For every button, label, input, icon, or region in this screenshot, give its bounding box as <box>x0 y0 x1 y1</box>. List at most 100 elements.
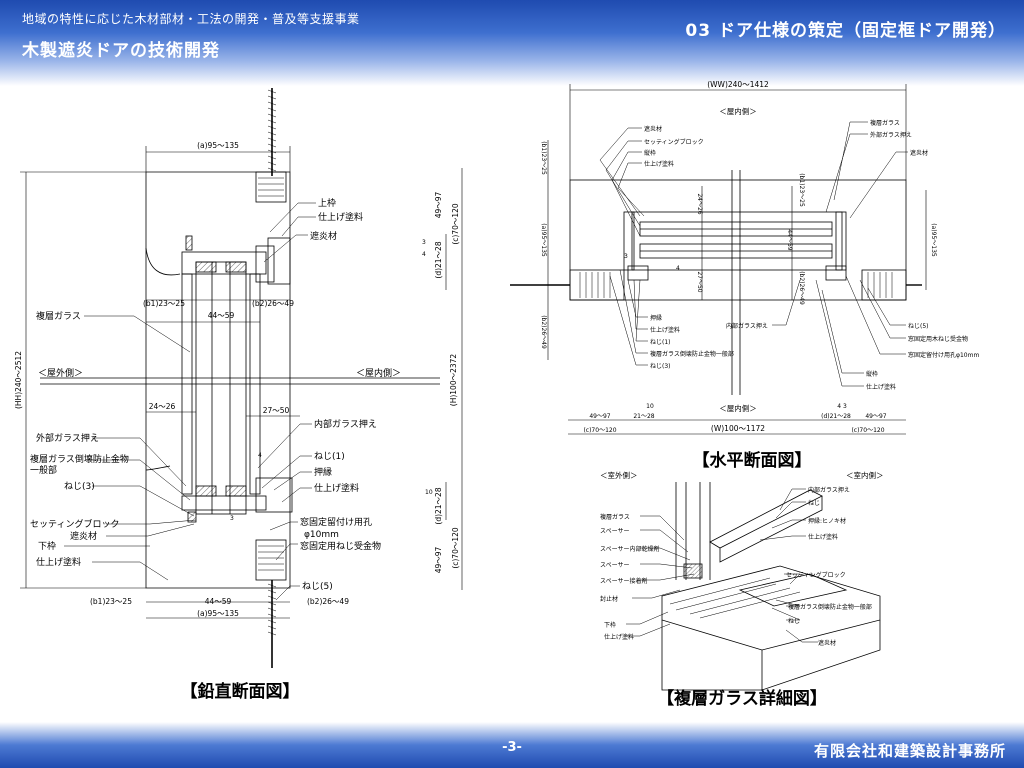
dim-49-97-r: 49〜97 <box>865 413 886 420</box>
label-bead-d: 押縁:ヒノキ材 <box>808 517 846 525</box>
dim-top: (a)95〜135 <box>197 141 239 150</box>
label-bottom-frame-d: 下枠 <box>604 621 616 629</box>
label-finish-r: 仕上げ塗料 <box>866 383 896 391</box>
dim-hh: (HH)240〜2512 <box>14 351 23 409</box>
dim-a-right: (a)95〜135 <box>930 223 937 257</box>
dim-ww: (WW)240〜1412 <box>707 80 769 89</box>
header-title: 木製遮炎ドアの技術開発 <box>22 41 220 61</box>
dim-c-l: (c)70〜120 <box>583 427 616 434</box>
label-wood-receiver: 窓固定用木ねじ受金物 <box>908 335 968 343</box>
dim-b2-bot: (b2)26〜49 <box>307 597 349 606</box>
label-bead-h: 押縁 <box>650 314 662 322</box>
dim-glass-bot: 44〜59 <box>205 597 232 606</box>
header-banner: 地域の特性に応じた木材部材・工法の開発・普及等支援事業 木製遮炎ドアの技術開発 … <box>0 0 1024 86</box>
label-setting-block: セッティングブロック <box>30 518 119 530</box>
dim-b2-left: (b2)26〜49 <box>540 315 547 349</box>
dim-27-50: 27〜50 <box>263 406 290 415</box>
label-phi10: φ10mm <box>304 530 339 540</box>
label-inner-stop-d: 内部ガラス押え <box>808 486 850 494</box>
horizontal-section-drawing: (WW)240〜1412 (W)100〜1172 ＜屋内側＞ ＜屋内側＞ (b1… <box>510 80 979 471</box>
dim-49-97-top: 49〜97 <box>434 191 443 218</box>
caption-glass-detail: 【複層ガラス詳細図】 <box>657 688 827 709</box>
dim-d-r: (d)21〜28 <box>821 413 851 420</box>
label-finish-l-d: 仕上げ塗料 <box>604 633 634 641</box>
dim-c-r: (c)70〜120 <box>851 427 884 434</box>
label-fire-bot: 遮炎材 <box>70 530 97 542</box>
caption-vertical: 【鉛直断面図】 <box>181 681 300 702</box>
page-number: -3- <box>502 740 522 755</box>
dim-4-top: 4 <box>422 251 426 258</box>
label-spacer-adh-d: スペーサー接着剤 <box>600 577 647 585</box>
label-anti-fall-d: 複層ガラス倒壊防止金物一般部 <box>788 603 872 611</box>
label-setting-block-h: セッティングブロック <box>644 138 704 146</box>
footer-banner: -3- 有限会社和建築設計事務所 <box>0 722 1024 768</box>
label-bead: 押縁 <box>314 466 332 478</box>
dim-b1-mid: (b1)23〜25 <box>798 173 805 207</box>
section-title: 03 ドア仕様の策定（固定框ドア開発） <box>685 21 1006 41</box>
label-finish-b: 仕上げ塗料 <box>650 326 680 334</box>
dim-10-l: 10 <box>646 403 654 410</box>
dim-3-mid: 3 <box>230 515 234 522</box>
label-multi-glass-d: 複層ガラス <box>600 513 630 521</box>
dim-49-97-bot: 49〜97 <box>434 546 443 573</box>
label-inner-stop-h: 内部ガラス押え <box>726 322 768 330</box>
label-bottom-frame: 下枠 <box>38 540 56 552</box>
label-inner-stop: 内部ガラス押え <box>314 418 377 430</box>
label-multi-glass: 複層ガラス <box>36 310 81 322</box>
glass-detail-drawing: ＜室外側＞ ＜室内側＞ 内部ガラス押え ねじ 押縁:ヒノキ材 仕上げ塗料 複層ガ… <box>600 470 884 709</box>
label-screw-d: ねじ <box>808 500 820 507</box>
label-anti-fall-1: 複層ガラス倒壊防止金物 <box>30 453 129 465</box>
label-screw5-h: ねじ(5) <box>908 323 929 330</box>
dim-b1-left: (b1)23〜25 <box>540 141 547 175</box>
label-receiver: 窓固定用ねじ受金物 <box>300 540 381 552</box>
dim-b1-top: (b1)23〜25 <box>143 299 185 308</box>
label-screw3-h: ねじ(3) <box>650 363 671 370</box>
label-finish-r-d: 仕上げ塗料 <box>808 533 838 541</box>
company-name: 有限会社和建築設計事務所 <box>813 742 1006 760</box>
label-outside: ＜屋外側＞ <box>38 367 83 379</box>
label-inside-bot: ＜屋内側＞ <box>719 403 757 413</box>
label-finish-top: 仕上げ塗料 <box>318 211 363 223</box>
label-spacer2-d: スペーサー <box>600 562 629 569</box>
label-setting-block-d: セッティングブロック <box>786 571 846 579</box>
label-anti-fall-h: 複層ガラス倒壊防止金物一般部 <box>650 350 734 358</box>
label-inside-top: ＜屋内側＞ <box>719 106 757 116</box>
label-finish-bot: 仕上げ塗料 <box>36 556 81 568</box>
dim-27-50-h: 27〜50 <box>696 271 703 292</box>
dim-d-top: (d)21〜28 <box>434 241 443 278</box>
label-screw1: ねじ(1) <box>314 451 345 462</box>
label-screw-b-d: ねじ <box>788 618 800 625</box>
label-finish-mid: 仕上げ塗料 <box>314 482 359 494</box>
dim-3-h: 3 <box>624 253 628 260</box>
dim-10: 10 <box>425 489 433 496</box>
label-multi-glass-h: 複層ガラス <box>870 119 900 127</box>
vertical-section-drawing: (a)95〜135 (b1)23〜25 (b2)26〜49 44〜59 24〜2… <box>14 88 463 702</box>
dim-b2-top: (b2)26〜49 <box>252 299 294 308</box>
dim-44-59-h: 44〜59 <box>786 229 793 250</box>
dim-4-3: 4 3 <box>837 403 847 410</box>
label-screw1-h: ねじ(1) <box>650 339 671 346</box>
label-fire-l: 遮炎材 <box>644 125 662 133</box>
dim-24-26: 24〜26 <box>149 402 176 411</box>
caption-horizontal: 【水平断面図】 <box>693 450 812 471</box>
label-fire-top: 遮炎材 <box>310 230 337 242</box>
dim-bottom: (a)95〜135 <box>197 609 239 618</box>
dim-w: (W)100〜1172 <box>711 424 765 433</box>
dim-21-28-l: 21〜28 <box>633 413 654 420</box>
label-hole: 窓固定留付け用孔φ10mm <box>908 351 979 359</box>
dim-c-bot: (c)70〜120 <box>451 527 460 569</box>
label-spacer-d: スペーサー <box>600 528 629 535</box>
label-top-frame: 上枠 <box>318 197 336 209</box>
dim-c-top: (c)70〜120 <box>451 203 460 245</box>
dim-glass-top: 44〜59 <box>208 311 235 320</box>
label-sealant-d: 封止材 <box>600 595 618 603</box>
dim-a-left: (a)95〜135 <box>540 223 547 257</box>
label-finish-l: 仕上げ塗料 <box>644 160 674 168</box>
dim-4-h: 4 <box>676 265 680 272</box>
dim-b2-mid: (b2)26〜49 <box>798 271 805 305</box>
label-spacer-dry-d: スペーサー内部乾燥剤 <box>600 545 659 553</box>
header-subtitle: 地域の特性に応じた木材部材・工法の開発・普及等支援事業 <box>22 12 360 26</box>
dim-d-bot: (d)21〜28 <box>434 487 443 524</box>
label-inside: ＜屋内側＞ <box>356 367 401 379</box>
label-screw3: ねじ(3) <box>64 481 95 492</box>
